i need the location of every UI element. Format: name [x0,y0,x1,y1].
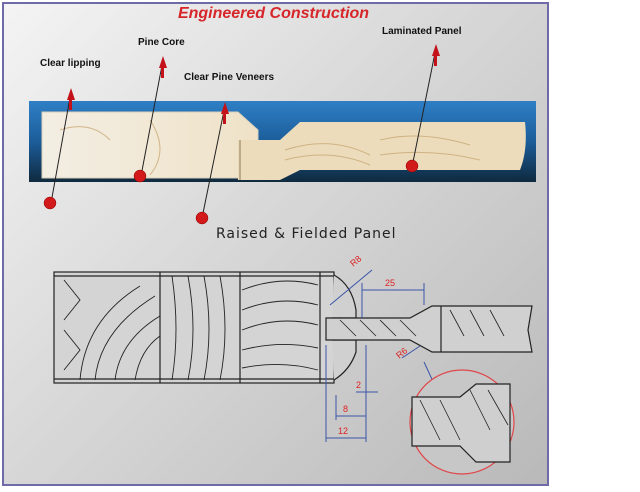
dim-12: 12 [338,426,349,436]
cross-section-photo [29,44,536,225]
marker-clear-lipping [43,196,57,210]
marker-laminated-panel [405,159,419,173]
raised-fielded-panel-drawing [53,271,533,384]
label-clear-lipping: Clear lipping [40,58,101,69]
marker-pine-core [133,169,147,183]
page-title: Engineered Construction [177,5,370,22]
label-laminated-panel: Laminated Panel [382,26,462,37]
label-clear-pine-veneers: Clear Pine Veneers [184,72,275,83]
drawing-title: Raised & Fielded Panel [216,226,397,242]
dim-25: 25 [385,278,396,288]
marker-clear-pine-veneers [195,211,209,225]
dim-2: 2 [356,380,362,390]
dim-8: 8 [343,404,349,414]
label-pine-core: Pine Core [138,37,185,48]
detail-magnifier [409,369,515,475]
